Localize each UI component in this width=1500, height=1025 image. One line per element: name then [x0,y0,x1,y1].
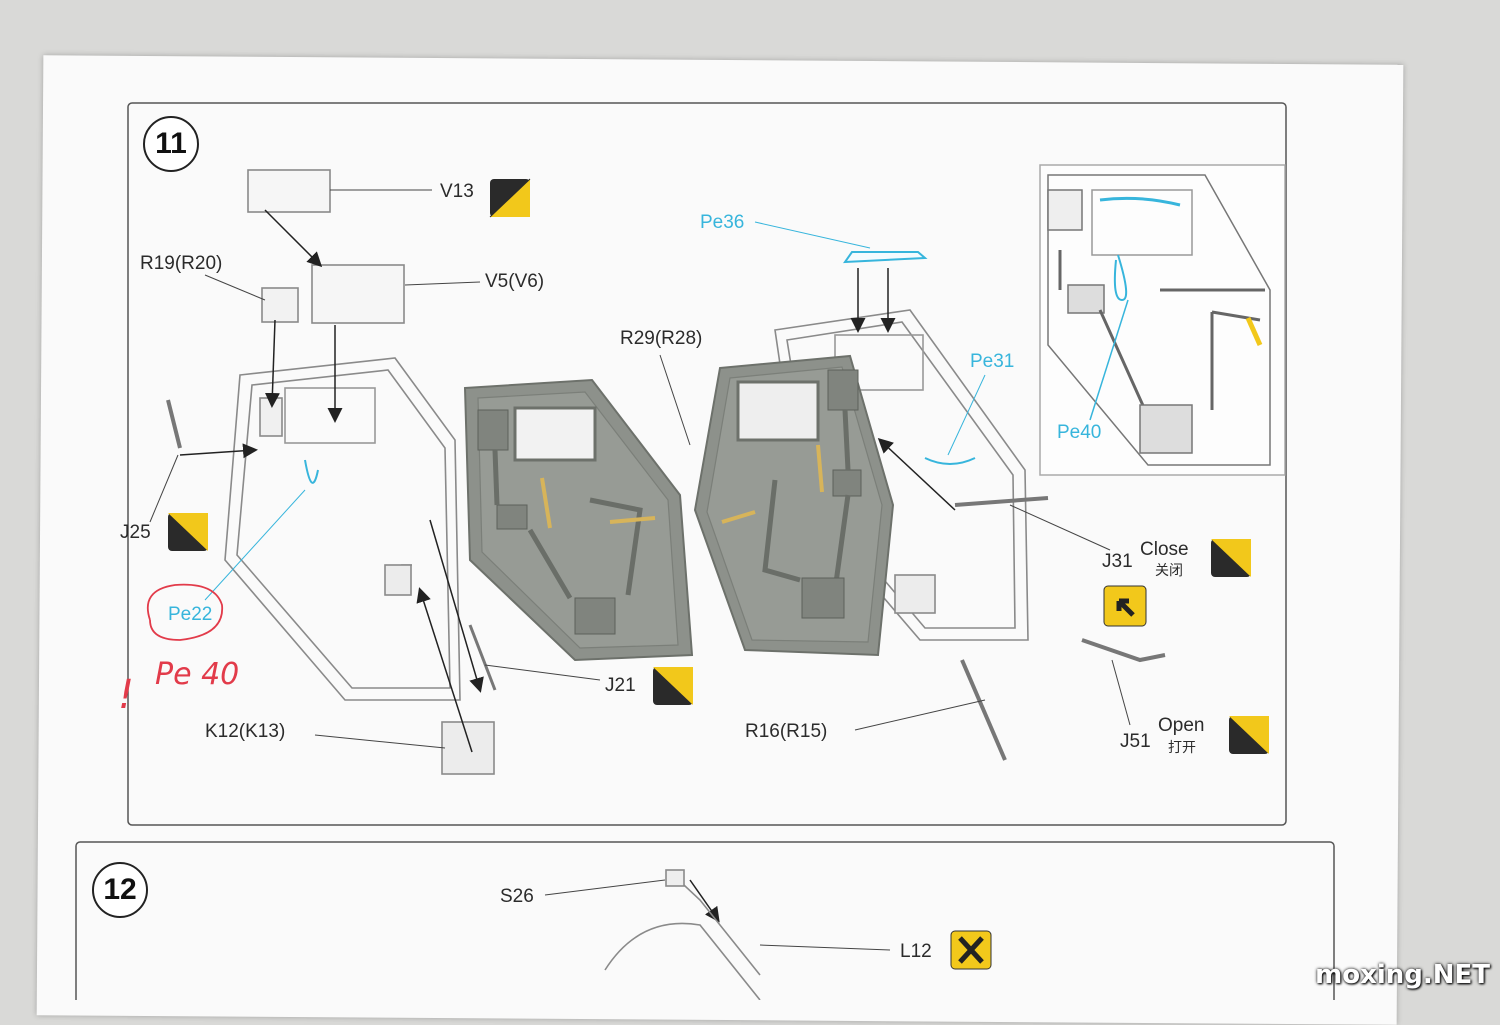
part-label-v5: V5(V6) [485,271,545,292]
part-label-j31: J31 [1102,551,1133,572]
part-label-l12: L12 [900,941,932,962]
part-label-k12: K12(K13) [205,721,286,742]
step-number-12: 12 [92,862,148,918]
resin-door-left [463,378,694,662]
pe22-handwritten-circle [146,583,223,641]
part-label-pe40: Pe40 [1057,422,1102,443]
arrow-direction-icon [1103,585,1147,627]
step-12-frame [75,841,1335,1000]
assembly-diagram [75,102,1335,1000]
part-label-r29: R29(R28) [620,328,703,349]
assembly-arrows [179,209,956,923]
part-label-j25: J25 [120,522,151,543]
paint-chip-icon [653,667,693,705]
part-label-j21: J21 [605,675,636,696]
state-label-close: Close [1140,539,1189,560]
part-label-pe22: Pe22 [168,604,213,625]
leader-lines [149,189,1131,951]
step-number-11: 11 [143,116,199,172]
step-12-drawing [604,869,761,1000]
handwritten-mark: ! [118,672,135,718]
watermark: moxing.NET [1315,960,1490,990]
state-label-close-zh: 关闭 [1155,562,1183,578]
part-label-s26: S26 [500,886,534,907]
blue-leader-lines [204,221,986,601]
paint-chip-icon [1211,539,1251,577]
paint-chip-icon [1229,716,1269,754]
handwritten-note: Pe 40 [155,657,240,692]
part-label-v13: V13 [440,181,474,202]
resin-door-right [693,354,895,657]
left-door-drawing [166,169,497,775]
inset-detail-view [1039,164,1286,476]
paint-chip-icon [489,178,531,218]
part-label-r19: R19(R20) [140,253,223,274]
no-glue-icon [950,930,992,970]
part-label-pe36: Pe36 [700,212,745,233]
state-label-open-zh: 打开 [1168,739,1196,755]
paint-chip-icon [168,513,208,551]
step-11-frame [127,102,1287,826]
part-label-r16: R16(R15) [745,721,828,742]
part-label-pe31: Pe31 [970,351,1015,372]
part-label-j51: J51 [1120,731,1151,752]
state-label-open: Open [1158,715,1205,736]
